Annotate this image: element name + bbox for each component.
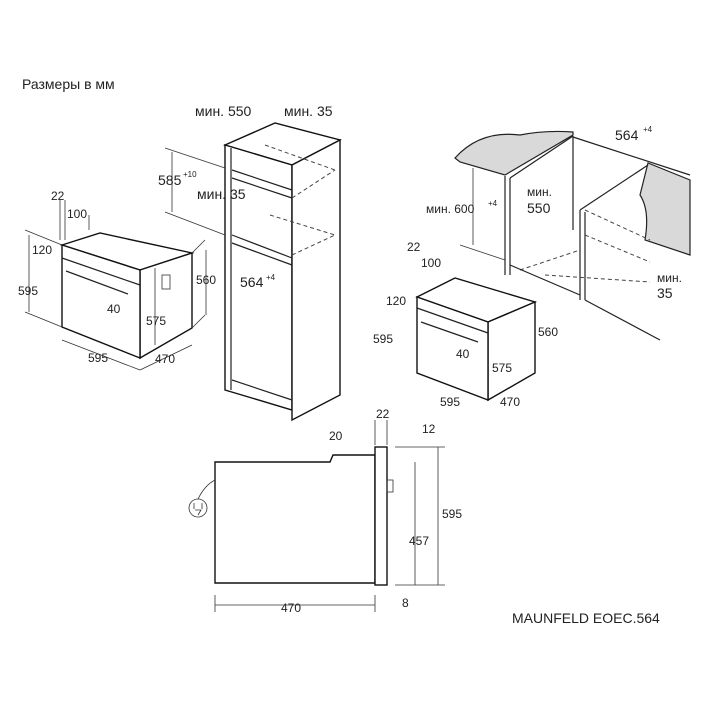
dim-585: 585 — [158, 172, 182, 188]
dim-8: 8 — [402, 596, 409, 610]
dim-575: 575 — [492, 361, 512, 375]
dim-595: 595 — [442, 507, 462, 521]
side-wall — [639, 162, 691, 256]
oven-right: 22 100 120 595 560 40 575 595 470 — [373, 240, 558, 409]
dim-height-595: 595 — [18, 284, 38, 298]
dim-min-550-value: 550 — [527, 200, 551, 216]
dim-12: 12 — [422, 422, 436, 436]
dim-min-35-mid: мин. 35 — [197, 186, 246, 202]
dim-width-595: 595 — [440, 395, 460, 409]
dim-22: 22 — [376, 407, 390, 421]
tall-cabinet: мин. 550 мин. 35 585 +10 мин. 35 564 +4 — [158, 103, 342, 422]
dim-100: 100 — [67, 207, 87, 221]
under-counter-niche: 564 +4 мин. 600 +4 мин. 550 мин. 35 — [426, 125, 691, 341]
dim-100: 100 — [421, 256, 441, 270]
dim-120: 120 — [386, 294, 406, 308]
dim-40: 40 — [107, 302, 121, 316]
dim-564: 564 — [240, 274, 264, 290]
dim-depth-22: 22 — [51, 189, 65, 203]
oven-front-face — [61, 244, 141, 360]
dim-560: 560 — [196, 273, 216, 287]
dim-564-niche-tolerance: +4 — [643, 125, 653, 134]
dim-min-35-top: мин. 35 — [284, 103, 333, 119]
oven-front-face — [416, 296, 489, 402]
oven-handle — [65, 270, 129, 295]
dim-470: 470 — [155, 352, 175, 366]
dim-470: 470 — [281, 601, 301, 615]
oven-body-side — [214, 454, 376, 584]
dim-min-550-label: мин. — [527, 185, 552, 199]
dim-120: 120 — [32, 243, 52, 257]
dim-min-600-tolerance: +4 — [488, 199, 498, 208]
dim-40: 40 — [456, 347, 470, 361]
dim-457: 457 — [409, 534, 429, 548]
dim-depth-22: 22 — [407, 240, 421, 254]
dim-564-niche: 564 — [615, 127, 639, 143]
dim-564-tolerance: +4 — [266, 273, 276, 282]
dim-min-600: мин. 600 — [426, 202, 475, 216]
dim-560: 560 — [538, 325, 558, 339]
oven-handle — [420, 321, 479, 343]
dim-575: 575 — [146, 314, 166, 328]
cabinet-side — [291, 138, 341, 422]
model-name: MAUNFELD EOEC.564 — [512, 610, 660, 626]
dim-min-550: мин. 550 — [195, 103, 252, 119]
dim-height-595: 595 — [373, 332, 393, 346]
diagram-title: Размеры в мм — [22, 76, 115, 92]
oven-door-side — [374, 446, 388, 586]
dim-20: 20 — [329, 429, 343, 443]
countertop — [454, 130, 574, 176]
dim-470: 470 — [500, 395, 520, 409]
oven-side-face — [139, 252, 193, 360]
dim-min-35-value: 35 — [657, 285, 673, 301]
dim-585-tolerance: +10 — [183, 170, 197, 179]
dim-min-35-label: мин. — [657, 271, 682, 285]
side-view: 20 22 12 595 457 470 8 — [188, 407, 462, 615]
dim-width-595: 595 — [88, 351, 108, 365]
oven-left: 22 100 120 595 560 40 575 595 470 — [18, 189, 216, 371]
